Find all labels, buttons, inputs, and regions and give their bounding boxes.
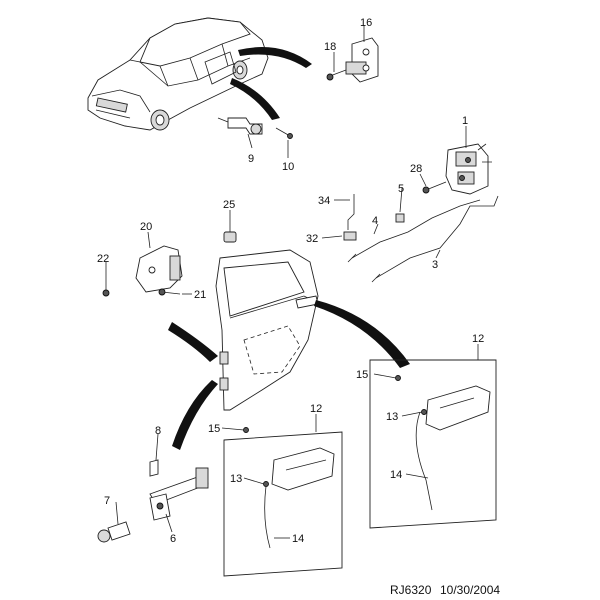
- lower-hinge-20: [135, 245, 183, 293]
- part-9-assembly: [217, 117, 263, 135]
- bolt-22: [102, 282, 110, 297]
- callout-8: 8: [155, 425, 161, 437]
- part-32: [343, 231, 357, 241]
- upper-hinge-16: [345, 37, 379, 83]
- screw-10: [275, 127, 293, 139]
- callout-34: 34: [318, 195, 330, 207]
- callout-1: 1: [462, 115, 468, 127]
- callout-25: 25: [223, 199, 235, 211]
- pointer-arrow-hinge-lower: [172, 380, 218, 450]
- bushing-25: [223, 231, 237, 243]
- callout-labels: 16 18 9 10 1 28 5 4 3 34 32 25 20 22 21 …: [97, 17, 484, 545]
- handle-box-right: [369, 359, 497, 529]
- bolt-21: [158, 288, 181, 296]
- bolt-18: [326, 69, 347, 81]
- leader-lines: [105, 26, 479, 539]
- callout-12-left: 12: [310, 403, 322, 415]
- handle-box-left: [223, 427, 343, 577]
- door-check-6: [149, 467, 209, 521]
- pointer-arrow-hinge-upper: [168, 322, 218, 362]
- callout-5: 5: [398, 183, 404, 195]
- door-latch-1: [445, 143, 492, 195]
- rear-door: [215, 249, 319, 411]
- callout-28: 28: [410, 163, 422, 175]
- bolt-7: [97, 521, 131, 543]
- callout-9: 9: [248, 153, 254, 165]
- callout-7: 7: [104, 495, 110, 507]
- callout-22: 22: [97, 253, 109, 265]
- callout-15-right: 15: [356, 369, 368, 381]
- drawing-footer: RJ6320 10/30/2004: [390, 583, 500, 597]
- callout-21: 21: [194, 289, 206, 301]
- callout-15-left: 15: [208, 423, 220, 435]
- screw-28: [422, 181, 447, 194]
- part-34: [347, 194, 355, 230]
- callout-10: 10: [282, 161, 294, 173]
- callout-14-right: 14: [390, 469, 402, 481]
- callout-13-right: 13: [386, 411, 398, 423]
- callout-20: 20: [140, 221, 152, 233]
- callout-13-left: 13: [230, 473, 242, 485]
- rod-3: [371, 195, 499, 283]
- callout-3: 3: [432, 259, 438, 271]
- clip-5: [395, 213, 405, 223]
- pointer-arrow-mid: [230, 78, 280, 120]
- callout-32: 32: [306, 233, 318, 245]
- callout-6: 6: [170, 533, 176, 545]
- callout-16: 16: [360, 17, 372, 29]
- callout-14-left: 14: [292, 533, 304, 545]
- callout-4: 4: [372, 215, 378, 227]
- callout-12-right: 12: [472, 333, 484, 345]
- car-illustration: [87, 17, 269, 131]
- drawing-date: 10/30/2004: [440, 583, 500, 597]
- pointer-arrow-top: [238, 47, 312, 68]
- rod-4: [347, 199, 481, 263]
- callout-18: 18: [324, 41, 336, 53]
- drawing-code: RJ6320: [390, 583, 432, 597]
- bolt-8: [149, 459, 159, 477]
- pointer-arrow-door-right: [314, 300, 410, 368]
